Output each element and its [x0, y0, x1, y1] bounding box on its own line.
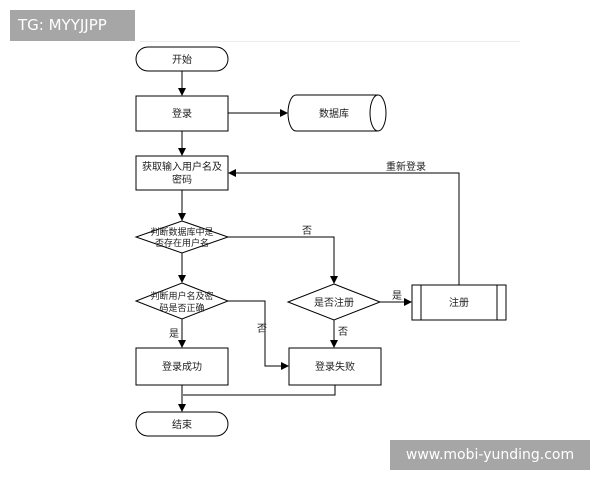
no-label-register: 否	[338, 326, 348, 338]
no-label-check-pwd: 否	[257, 323, 267, 335]
watermark-top-left: TG: MYYJJPP	[10, 10, 135, 41]
no-label-check-user: 否	[302, 225, 312, 237]
check-pwd-label-line1: 判断用户名及密	[150, 290, 213, 302]
check-pwd-label-line2: 码是否正确	[159, 302, 204, 314]
watermark-bottom-right: www.mobi-yunding.com	[390, 440, 590, 470]
end-node	[135, 411, 229, 437]
start-label: 开始	[172, 53, 192, 66]
login-fail-label: 登录失败	[315, 360, 355, 373]
get-input-label-line1: 获取输入用户名及	[142, 160, 222, 173]
arrow-register-to-input	[228, 169, 460, 285]
database-label: 数据库	[319, 107, 349, 120]
relogin-label: 重新登录	[386, 160, 426, 173]
login-node	[135, 95, 229, 132]
arrow-fail-to-end	[183, 385, 336, 396]
register-node	[411, 284, 507, 321]
arrow-check-user-no	[228, 236, 338, 284]
register-label: 注册	[449, 296, 469, 309]
login-success-label: 登录成功	[162, 360, 202, 373]
get-input-node	[135, 155, 229, 191]
login-success-node	[135, 347, 229, 386]
check-user-label-line1: 判断数据库中是	[150, 226, 213, 238]
database-node-edge	[369, 94, 379, 132]
login-fail-node	[288, 347, 382, 386]
check-user-label-line2: 否存在用户名	[155, 237, 209, 249]
arrow-check-pwd-no	[228, 300, 289, 370]
login-label: 登录	[172, 107, 192, 120]
end-label: 结束	[172, 418, 192, 431]
page-top-border	[140, 41, 520, 42]
get-input-label-line2: 密码	[172, 173, 192, 186]
yes-label-check-pwd: 是	[169, 328, 179, 340]
register-question-label: 是否注册	[314, 296, 354, 309]
yes-label-register: 是	[392, 290, 402, 302]
